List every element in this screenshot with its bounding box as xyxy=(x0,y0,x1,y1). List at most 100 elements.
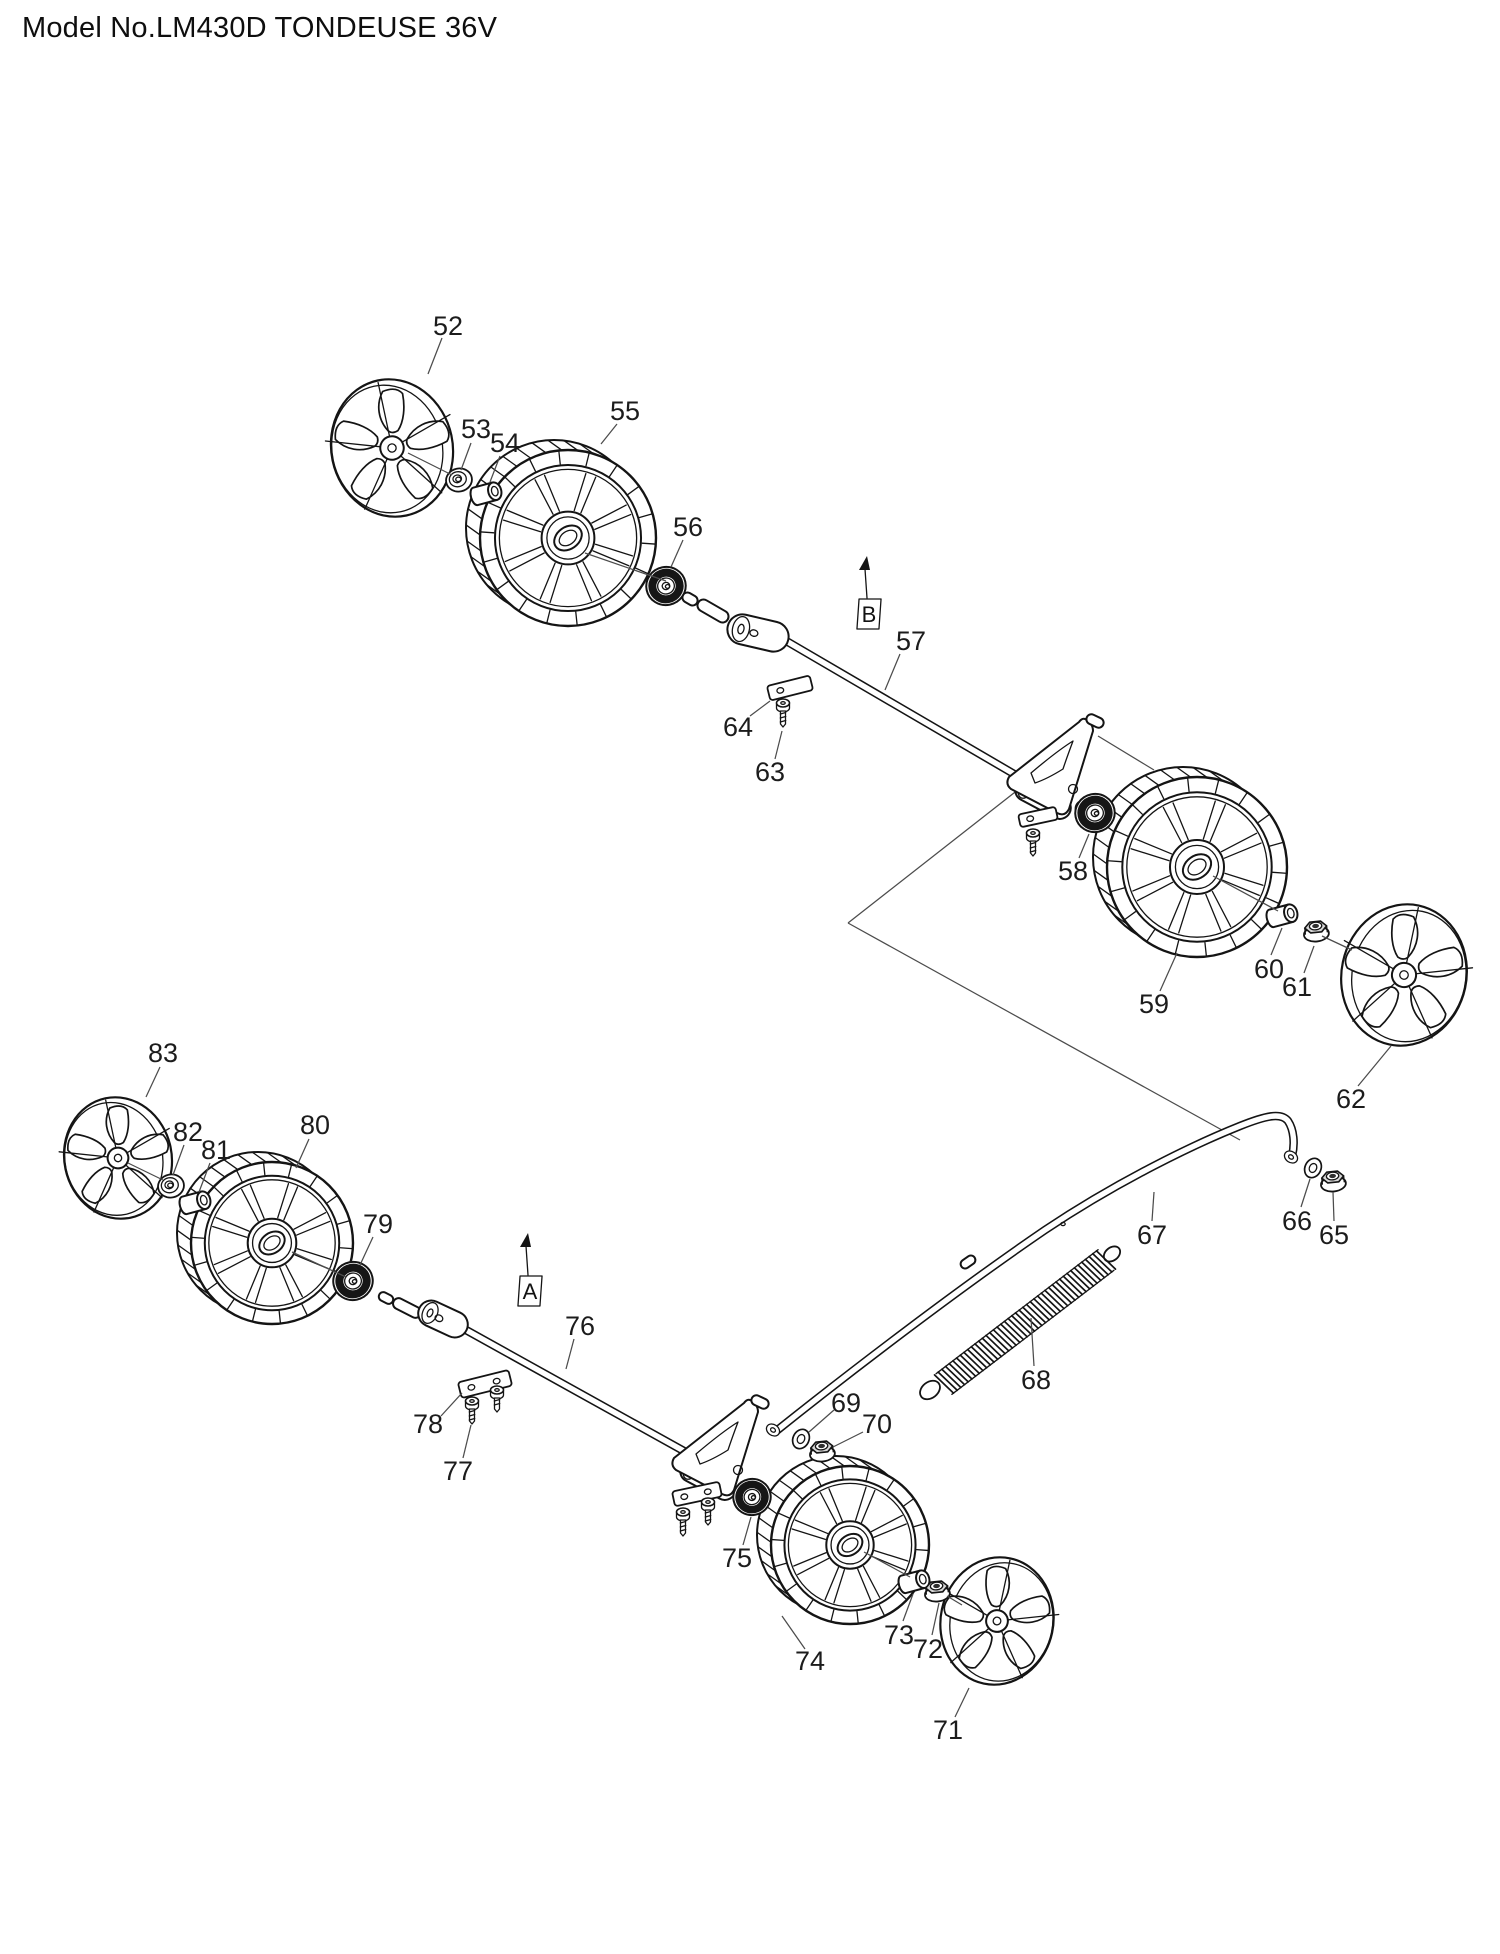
part-label-57: 57 xyxy=(896,626,926,656)
part-label-75: 75 xyxy=(722,1543,752,1573)
leader-line-66 xyxy=(1300,1178,1311,1208)
handle-rod-67 xyxy=(765,1111,1299,1437)
part-label-77: 77 xyxy=(443,1456,473,1486)
wheel-59 xyxy=(1092,766,1289,959)
wheel-55 xyxy=(465,439,658,628)
leader-line-76 xyxy=(565,1338,575,1370)
wheel-axle-76 xyxy=(377,1291,705,1465)
part-label-59: 59 xyxy=(1139,989,1169,1019)
bearing-75 xyxy=(732,1477,772,1517)
section-arrow-A xyxy=(525,1245,529,1276)
bracket-b xyxy=(1006,713,1105,823)
leader-line-81 xyxy=(198,1162,211,1193)
bearing-58 xyxy=(1074,792,1116,834)
handle-stub xyxy=(959,1254,977,1270)
leader-line-56 xyxy=(670,539,684,568)
washer-69 xyxy=(791,1428,811,1450)
part-label-80: 80 xyxy=(300,1110,330,1140)
axis-line xyxy=(946,1595,963,1606)
part-label-66: 66 xyxy=(1282,1206,1312,1236)
part-label-58: 58 xyxy=(1058,856,1088,886)
leader-line-82 xyxy=(172,1144,185,1176)
axis-line xyxy=(1321,935,1353,951)
construction-line xyxy=(1097,735,1155,771)
wheel-axle-57 xyxy=(681,591,1031,786)
screw-77a xyxy=(464,1396,480,1425)
leader-line-79 xyxy=(359,1236,374,1266)
part-label-65: 65 xyxy=(1319,1220,1349,1250)
leader-line-70 xyxy=(832,1431,864,1448)
section-box-A xyxy=(517,1275,543,1307)
bushing-81 xyxy=(178,1190,212,1216)
section-letter-A: A xyxy=(523,1279,538,1304)
wheel-80 xyxy=(176,1151,355,1326)
bushing-73 xyxy=(897,1569,931,1595)
axis-line xyxy=(407,452,453,476)
flange-nut-82 xyxy=(157,1173,185,1199)
part-label-53: 53 xyxy=(461,414,491,444)
section-letter-B: B xyxy=(862,602,877,627)
wheel-74 xyxy=(756,1455,931,1626)
part-label-73: 73 xyxy=(884,1620,914,1650)
part-label-72: 72 xyxy=(913,1634,943,1664)
leader-line-72 xyxy=(931,1602,940,1636)
part-label-82: 82 xyxy=(173,1117,203,1147)
plate-64 xyxy=(766,675,814,701)
part-label-83: 83 xyxy=(148,1038,178,1068)
part-label-62: 62 xyxy=(1336,1084,1366,1114)
bracket-pin xyxy=(1085,713,1105,729)
part-label-78: 78 xyxy=(413,1409,443,1439)
leader-line-77 xyxy=(462,1424,472,1459)
leader-line-62 xyxy=(1357,1045,1392,1087)
section-arrowhead-B xyxy=(859,556,870,570)
leader-line-63 xyxy=(774,730,783,760)
leader-line-80 xyxy=(295,1138,310,1169)
leader-line-74 xyxy=(781,1615,806,1650)
leader-line-54 xyxy=(489,455,501,483)
tension-spring-68 xyxy=(919,1245,1122,1401)
hubcap-52 xyxy=(324,378,455,518)
leader-line-53 xyxy=(460,442,472,471)
section-arrow-B xyxy=(864,568,868,599)
axis-line xyxy=(584,552,667,582)
part-label-52: 52 xyxy=(433,311,463,341)
hex-lock-nut-61 xyxy=(1303,920,1330,943)
leader-line-60 xyxy=(1270,927,1283,956)
plate-b2 xyxy=(1017,806,1059,828)
part-label-76: 76 xyxy=(565,1311,595,1341)
axis-line xyxy=(127,1162,164,1181)
part-label-64: 64 xyxy=(723,712,753,742)
leader-line-58 xyxy=(1078,833,1090,859)
bracket-pin xyxy=(750,1394,770,1410)
bushing-54 xyxy=(469,481,503,507)
bushing-60 xyxy=(1265,903,1299,929)
axis-line xyxy=(1212,875,1279,912)
bearing-56 xyxy=(645,565,687,607)
part-label-79: 79 xyxy=(363,1209,393,1239)
leader-line-55 xyxy=(600,423,618,445)
section-arrowhead-A xyxy=(520,1233,531,1247)
part-label-81: 81 xyxy=(201,1135,231,1165)
leader-line-69 xyxy=(808,1409,835,1433)
part-label-68: 68 xyxy=(1021,1365,1051,1395)
leader-line-68 xyxy=(1030,1317,1035,1367)
axis-lines xyxy=(127,452,1353,1606)
section-marker-B: B xyxy=(856,556,882,630)
leader-line-78 xyxy=(440,1392,463,1417)
part-label-61: 61 xyxy=(1282,972,1312,1002)
part-label-69: 69 xyxy=(831,1388,861,1418)
screw-b2 xyxy=(1025,828,1041,857)
flange-nut-53 xyxy=(445,467,473,493)
bearing-79 xyxy=(332,1260,374,1302)
hubcap-71 xyxy=(939,1556,1060,1686)
part-label-60: 60 xyxy=(1254,954,1284,984)
leader-line-59 xyxy=(1159,952,1178,992)
construction-line xyxy=(847,922,1241,1141)
washer-66 xyxy=(1303,1157,1323,1179)
leader-line-83 xyxy=(145,1066,161,1098)
leader-line-65 xyxy=(1332,1191,1335,1222)
screw-a2b xyxy=(700,1497,716,1526)
leader-line-73 xyxy=(902,1593,914,1622)
section-marker-A: A xyxy=(517,1233,543,1307)
